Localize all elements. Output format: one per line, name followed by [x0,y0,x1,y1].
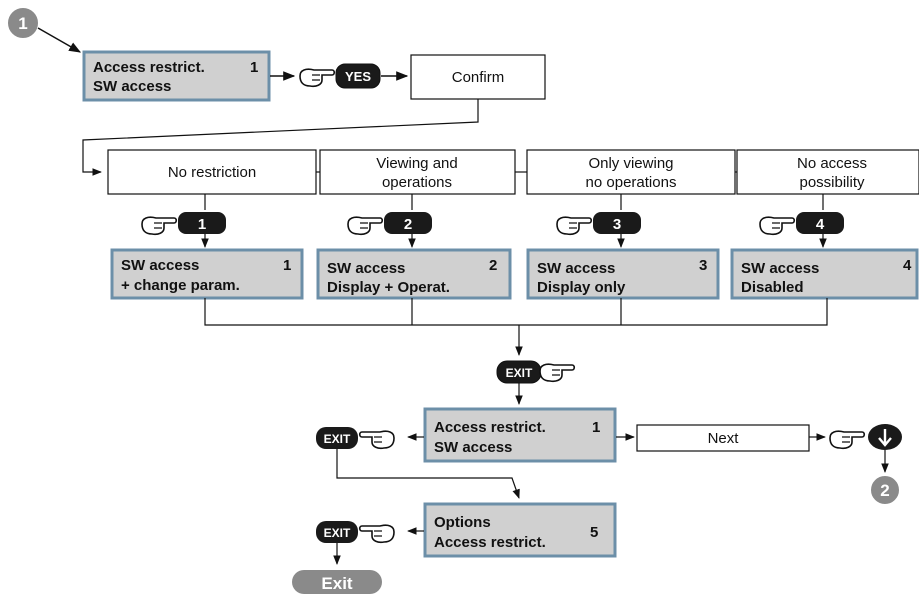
option-label: Only viewing [588,155,673,172]
exit-terminal-label: Exit [321,574,353,593]
pointing-hand-icon [539,363,576,383]
pointing-hand-icon [556,216,593,236]
key-press-4[interactable]: 4 [759,194,844,248]
exit-key-press-mid[interactable]: EXIT [316,427,424,450]
exit-terminal: Exit [292,570,382,594]
lcd-number: 2 [489,257,497,274]
entry-marker-1: 1 [6,6,40,40]
key-label: 2 [404,216,412,233]
lcd-line1: SW access [327,260,405,277]
pointing-hand-icon [829,430,866,450]
lcd-top-line2: SW access [93,78,171,95]
confirm-label: Confirm [452,69,505,86]
key-press-3[interactable]: 3 [556,194,641,248]
lcd-line1: SW access [537,260,615,277]
lcd-result-1: SW access + change param. 1 [110,248,304,300]
pointing-hand-icon [759,216,796,236]
key-press-2[interactable]: 2 [347,194,432,248]
lcd-line2: Disabled [741,279,804,296]
entry-marker-label: 1 [18,14,27,33]
yes-key-label: YES [345,69,371,84]
exit-key-press-bottom[interactable]: EXIT [316,521,424,565]
lcd-top-number: 1 [250,59,258,76]
pointing-hand-icon [358,430,395,450]
lcd-mid-line1: Access restrict. [434,419,546,436]
lcd-top-line1: Access restrict. [93,59,205,76]
option-label: No restriction [168,164,256,181]
lcd-mid-line2: SW access [434,439,512,456]
option-label: Viewing and [376,155,457,172]
down-key-press[interactable] [829,424,902,473]
pointing-hand-icon [299,68,336,88]
exit-key-press-main[interactable]: EXIT [496,360,576,405]
connector-arrow [336,449,520,499]
exit-key-icon[interactable] [316,521,358,543]
lcd-result-4: SW access Disabled 4 [730,248,919,300]
lcd-display-top: Access restrict. SW access 1 [82,50,271,102]
exit-key-label: EXIT [324,526,351,540]
lcd-display-mid: Access restrict. SW access 1 [423,407,617,463]
number-key-icon[interactable] [178,212,226,234]
exit-marker-2: 2 [869,474,901,506]
option-label: No access [797,155,867,172]
yes-key-icon[interactable] [335,63,381,89]
key-label: 4 [816,216,825,233]
option-box-no-restriction [107,149,317,195]
exit-key-icon[interactable] [316,427,358,449]
lcd-result-3: SW access Display only 3 [526,248,720,300]
number-key-icon[interactable] [384,212,432,234]
option-label: possibility [799,174,865,191]
connector-arrow [82,99,479,176]
exit-marker-label: 2 [880,481,889,500]
exit-key-label: EXIT [324,432,351,446]
lcd-line2: + change param. [121,277,240,294]
option-label: no operations [586,174,677,191]
lcd-bottom-number: 5 [590,524,598,541]
lcd-line1: SW access [121,257,199,274]
lcd-line2: Display + Operat. [327,279,450,296]
lcd-number: 1 [283,257,291,274]
options-row: No restriction Viewing and operations On… [107,149,919,195]
key-label: 1 [198,216,206,233]
number-key-icon[interactable] [593,212,641,234]
lcd-line2: Display only [537,279,626,296]
exit-key-label: EXIT [506,366,533,380]
key-press-1[interactable]: 1 [141,194,226,248]
lcd-display-bottom: Options Access restrict. 5 [423,502,617,558]
option-box-viewing-operations [319,149,516,195]
merge-connector [204,298,828,356]
pointing-hand-icon [347,216,384,236]
yes-key-press[interactable]: YES [299,63,381,89]
option-box-no-access [736,149,919,195]
number-key-icon[interactable] [796,212,844,234]
lcd-line1: SW access [741,260,819,277]
lcd-number: 3 [699,257,707,274]
next-label: Next [708,430,740,447]
lcd-mid-number: 1 [592,419,600,436]
key-label: 3 [613,216,621,233]
pointing-hand-icon [141,216,178,236]
pointing-hand-icon [358,524,395,544]
option-label: operations [382,174,452,191]
lcd-result-2: SW access Display + Operat. 2 [316,248,512,300]
confirm-box: Confirm [410,54,546,100]
connector-arrow [37,27,82,53]
lcd-bottom-line1: Options [434,514,491,531]
option-box-only-viewing [526,149,736,195]
next-box: Next [636,424,810,452]
lcd-bottom-line2: Access restrict. [434,534,546,551]
lcd-number: 4 [903,257,912,274]
